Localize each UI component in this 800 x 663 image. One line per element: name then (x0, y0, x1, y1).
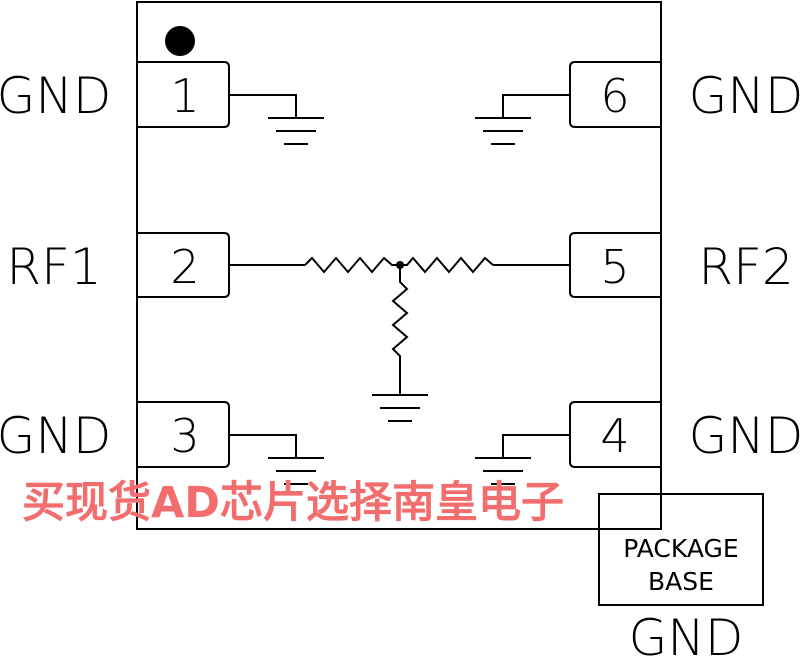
pin-5-label: RF2 (698, 238, 793, 296)
pin-1-ground-connection (229, 94, 324, 145)
package-base-line1: PACKAGE (623, 534, 738, 563)
pin-1-label: GND (0, 67, 111, 125)
pin-5-number: 5 (600, 240, 629, 294)
pin-4-ground-connection (475, 434, 570, 485)
pin-3-ground-connection (229, 434, 324, 485)
pin-2-number: 2 (170, 240, 199, 294)
pin-4-number: 4 (600, 409, 629, 463)
package-base-line2: BASE (648, 567, 714, 596)
pin-4-label: GND (689, 407, 800, 465)
pin1-indicator-dot (165, 26, 195, 56)
shunt-resistor (391, 265, 409, 395)
pin-2-label: RF1 (6, 238, 101, 296)
pin-6-label: GND (689, 67, 800, 125)
pin-1-number: 1 (170, 69, 199, 123)
package-outline (136, 1, 662, 530)
pin-3-label: GND (0, 407, 111, 465)
pin-3-number: 3 (170, 409, 199, 463)
series-resistor-left (304, 256, 400, 274)
series-resistor-right (400, 256, 494, 274)
watermark-text: 买现货AD芯片选择南皇电子 (22, 478, 564, 528)
pin-6-ground-connection (475, 94, 570, 145)
pin-6-number: 6 (600, 69, 629, 123)
t-resistor-network (229, 256, 570, 422)
package-base-gnd-label: GND (629, 609, 744, 663)
package-base-box (598, 493, 764, 606)
